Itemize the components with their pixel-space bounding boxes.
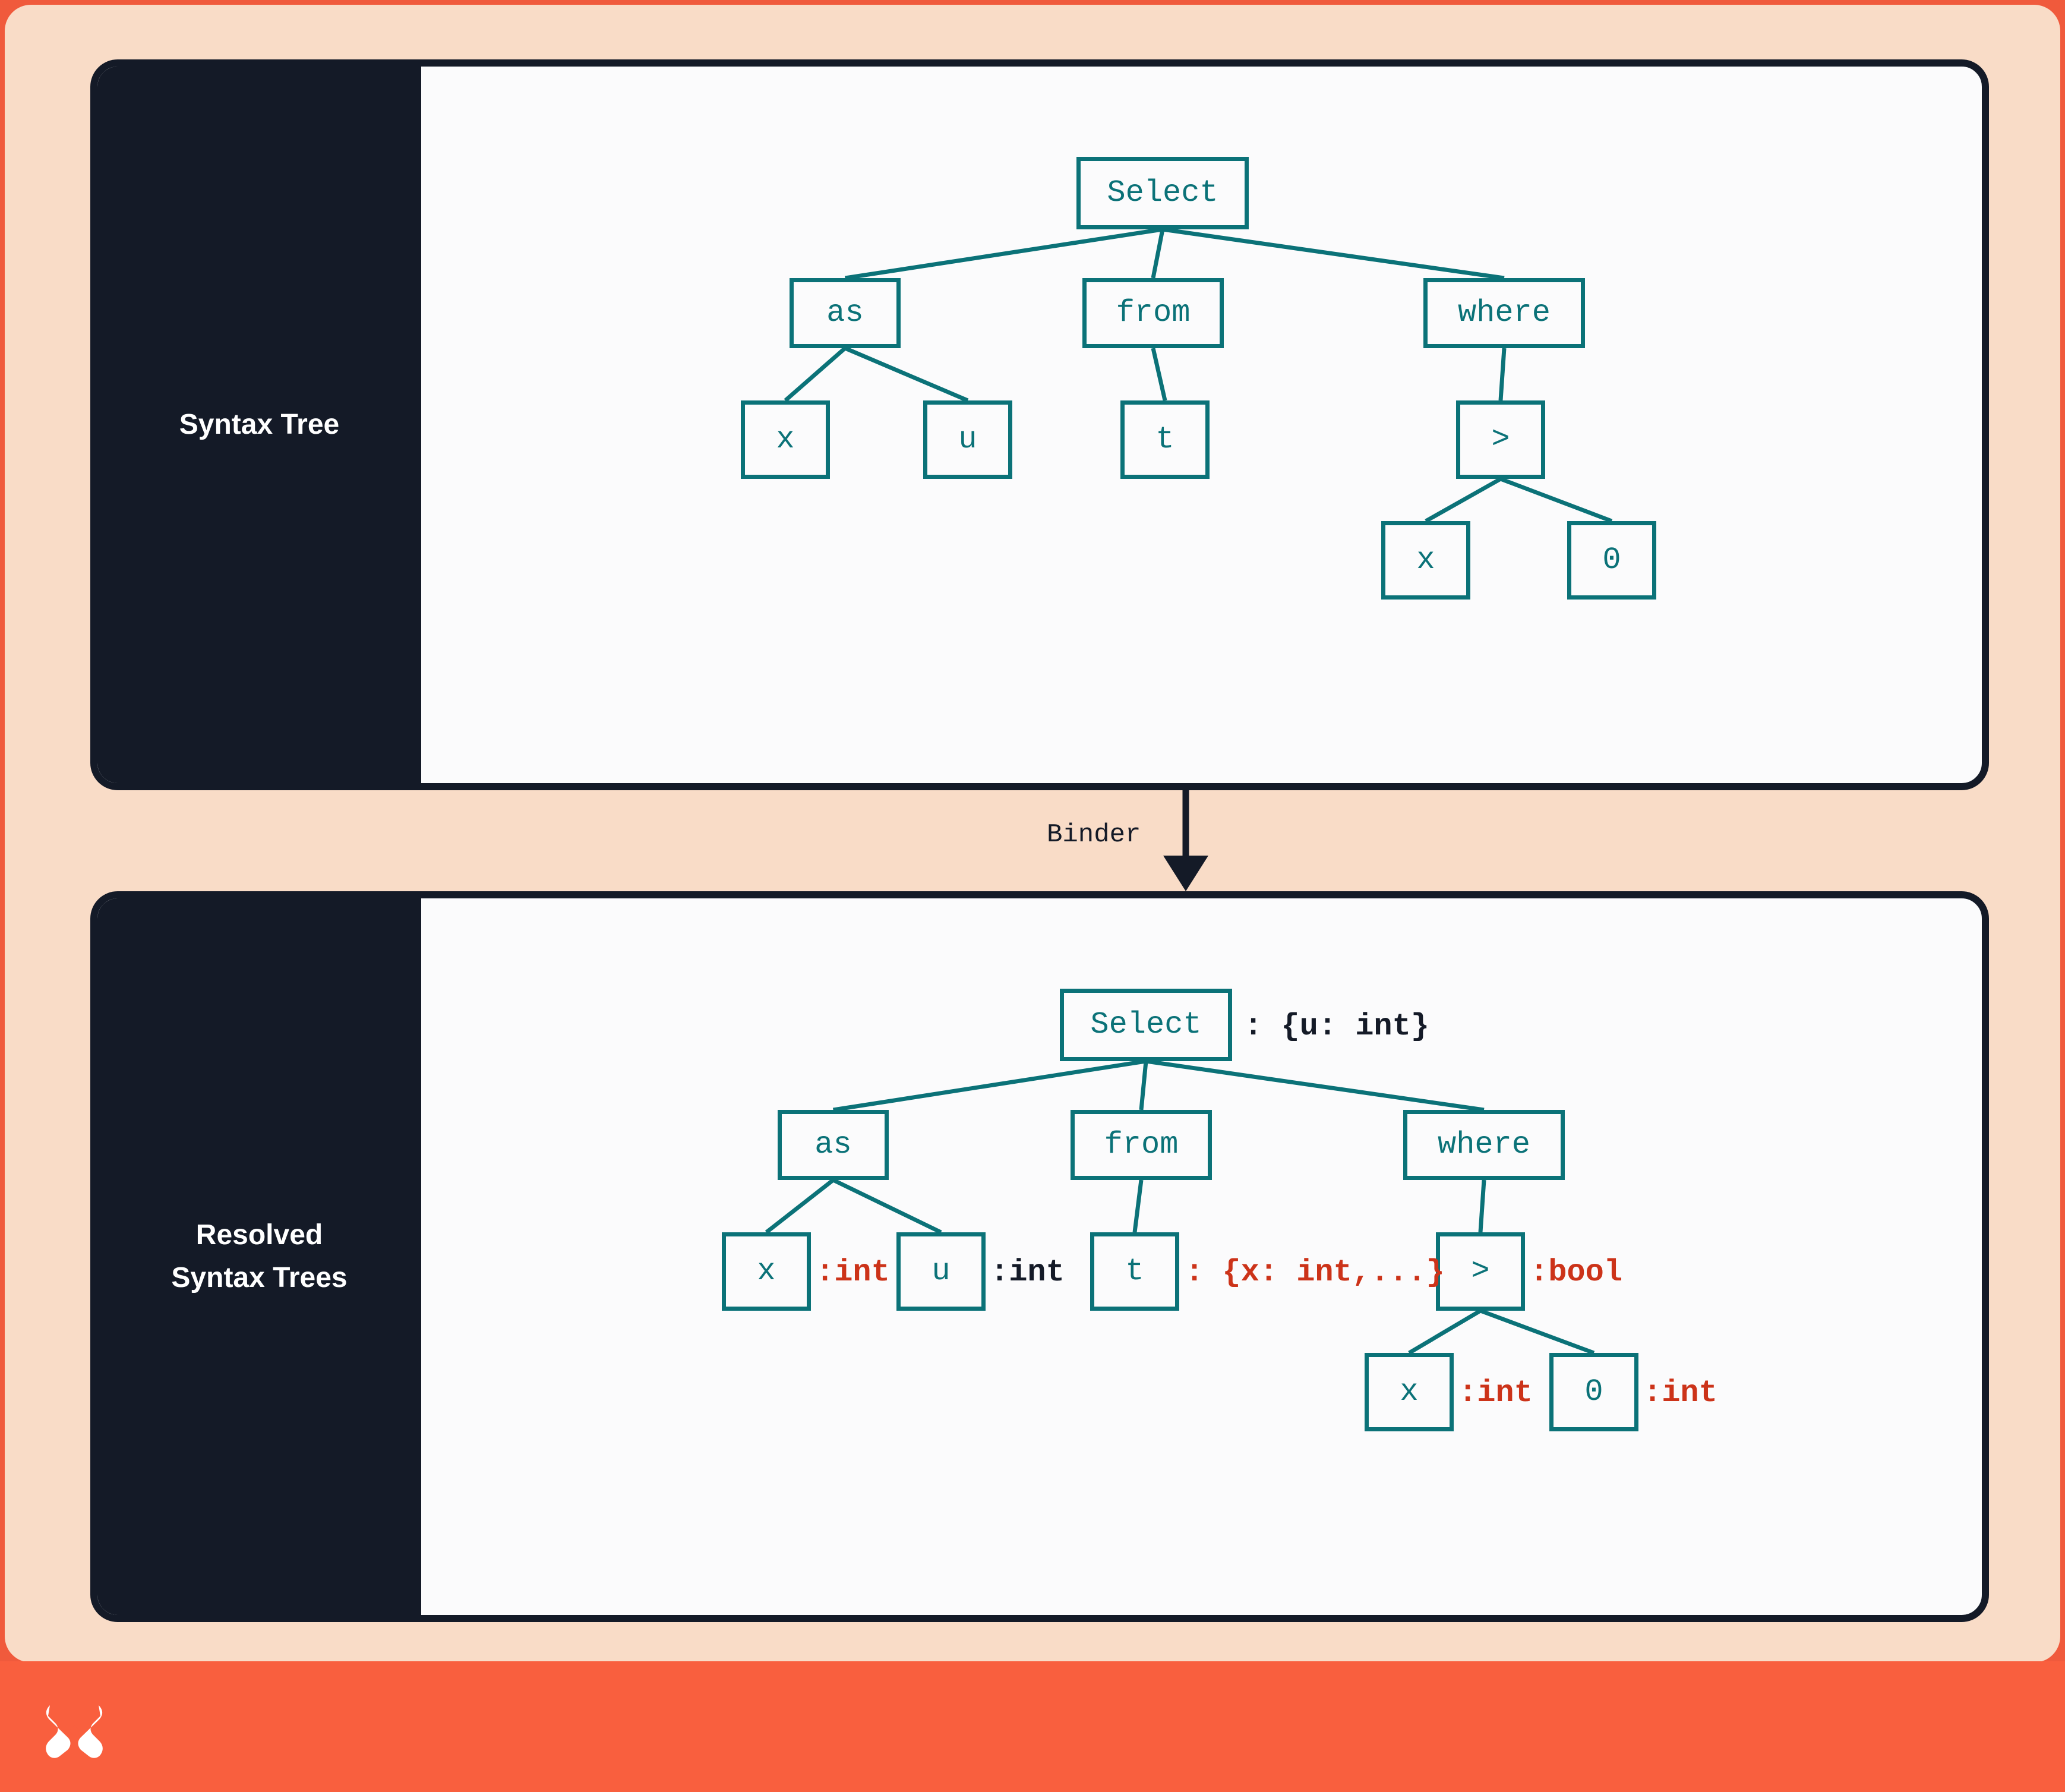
bowtie-x-logo bbox=[42, 1700, 107, 1760]
tree-node-label: u bbox=[932, 1254, 951, 1289]
tree-node-x1: x bbox=[741, 400, 830, 479]
tree-node-zero: 0 bbox=[1567, 521, 1656, 600]
tree-edge-select-where bbox=[1162, 227, 1505, 280]
tree-canvas-resolved-syntax-trees: Select as from where x u t > x 0 : {u: int} :int :in… bbox=[421, 898, 1982, 1615]
type-annotation-gt-type: :bool bbox=[1530, 1255, 1623, 1290]
tree-edge-where-gt bbox=[1478, 1179, 1486, 1233]
tree-edge-from-t bbox=[1132, 1179, 1144, 1233]
binder-label: Binder bbox=[1047, 820, 1141, 850]
type-annotation-select-type: : {u: int} bbox=[1244, 1009, 1430, 1044]
tree-edge-gt-zero bbox=[1499, 477, 1613, 523]
tree-node-zero: 0 bbox=[1549, 1353, 1638, 1431]
tree-node-label: 0 bbox=[1584, 1374, 1603, 1409]
sidebar-label-syntax-tree: Syntax Tree bbox=[179, 409, 340, 440]
type-annotation-t-type: : {x: int,...} bbox=[1185, 1255, 1445, 1290]
type-annotation-x1-type: :int bbox=[816, 1255, 890, 1290]
panel-sidebar-resolved-syntax-trees: Resolved Syntax Trees bbox=[97, 898, 421, 1615]
tree-node-select: Select bbox=[1060, 989, 1232, 1061]
tree-node-label: x bbox=[1416, 542, 1435, 578]
tree-node-as: as bbox=[778, 1110, 889, 1180]
tree-node-u: u bbox=[896, 1232, 986, 1311]
tree-node-t: t bbox=[1090, 1232, 1179, 1311]
tree-node-label: x bbox=[1400, 1374, 1419, 1409]
tree-node-label: Select bbox=[1107, 175, 1218, 210]
panel-resolved-syntax-trees: Resolved Syntax Trees Select as from where x… bbox=[90, 891, 1989, 1622]
tree-node-label: > bbox=[1471, 1254, 1490, 1289]
tree-edge-as-x1 bbox=[765, 1178, 835, 1234]
bowtie-x-logo-icon bbox=[46, 1705, 103, 1758]
tree-node-label: > bbox=[1491, 422, 1510, 457]
tree-node-where: where bbox=[1403, 1110, 1565, 1180]
tree-node-u: u bbox=[923, 400, 1012, 479]
tree-node-label: x bbox=[776, 422, 795, 457]
tree-edge-gt-x2 bbox=[1425, 477, 1502, 523]
tree-node-from: from bbox=[1082, 278, 1224, 348]
tree-node-gt: > bbox=[1456, 400, 1545, 479]
tree-node-from: from bbox=[1071, 1110, 1212, 1180]
tree-node-label: from bbox=[1104, 1127, 1179, 1162]
tree-node-label: as bbox=[826, 295, 864, 330]
footer-bar: Binders Resolve Names and Check Types bbox=[0, 1661, 2065, 1792]
binder-connector bbox=[0, 790, 2065, 891]
tree-edge-gt-x2 bbox=[1408, 1308, 1482, 1355]
tree-edge-from-t bbox=[1151, 348, 1167, 401]
panel-syntax-tree: Syntax Tree Select as from where x u t > x 0 bbox=[90, 59, 1989, 790]
down-arrow-icon bbox=[1163, 856, 1208, 891]
tree-edge-as-x1 bbox=[784, 346, 847, 402]
tree-node-label: where bbox=[1437, 1127, 1531, 1162]
tree-node-x1: x bbox=[722, 1232, 811, 1311]
type-annotation-u-type: :int bbox=[990, 1255, 1065, 1290]
tree-node-x2: x bbox=[1381, 521, 1470, 600]
type-annotation-zero-type: :int bbox=[1643, 1375, 1717, 1411]
tree-canvas-syntax-tree: Select as from where x u t > x 0 bbox=[421, 67, 1982, 783]
tree-edge-select-from bbox=[1151, 229, 1165, 279]
tree-edge-select-as bbox=[832, 1059, 1147, 1112]
tree-node-label: as bbox=[814, 1127, 852, 1162]
tree-edge-as-u bbox=[832, 1178, 942, 1235]
type-annotation-x2-type: :int bbox=[1458, 1375, 1533, 1411]
tree-node-label: from bbox=[1116, 295, 1191, 330]
tree-node-label: t bbox=[1125, 1254, 1144, 1289]
tree-edge-where-gt bbox=[1498, 348, 1507, 401]
binder-arrow-svg bbox=[1163, 790, 1208, 891]
tree-node-label: Select bbox=[1090, 1007, 1202, 1042]
tree-node-label: t bbox=[1155, 422, 1174, 457]
tree-node-t: t bbox=[1120, 400, 1210, 479]
tree-edge-select-from bbox=[1139, 1061, 1148, 1110]
tree-edges bbox=[765, 1059, 1595, 1355]
panel-sidebar-syntax-tree: Syntax Tree bbox=[97, 67, 421, 783]
tree-node-gt: > bbox=[1436, 1232, 1525, 1311]
tree-edges bbox=[784, 227, 1613, 523]
tree-node-label: u bbox=[958, 422, 977, 457]
tree-edge-gt-zero bbox=[1479, 1308, 1595, 1355]
tree-node-where: where bbox=[1423, 278, 1585, 348]
tree-node-x2: x bbox=[1365, 1353, 1454, 1431]
tree-node-label: x bbox=[757, 1254, 776, 1289]
tree-edge-select-as bbox=[844, 227, 1163, 280]
tree-node-label: 0 bbox=[1602, 542, 1621, 578]
tree-node-label: where bbox=[1457, 295, 1551, 330]
tree-edge-select-where bbox=[1145, 1059, 1485, 1112]
tree-node-select: Select bbox=[1076, 157, 1249, 229]
tree-edge-as-u bbox=[844, 346, 969, 403]
tree-node-as: as bbox=[790, 278, 901, 348]
sidebar-label-resolved-syntax-trees: Resolved Syntax Trees bbox=[171, 1219, 348, 1293]
